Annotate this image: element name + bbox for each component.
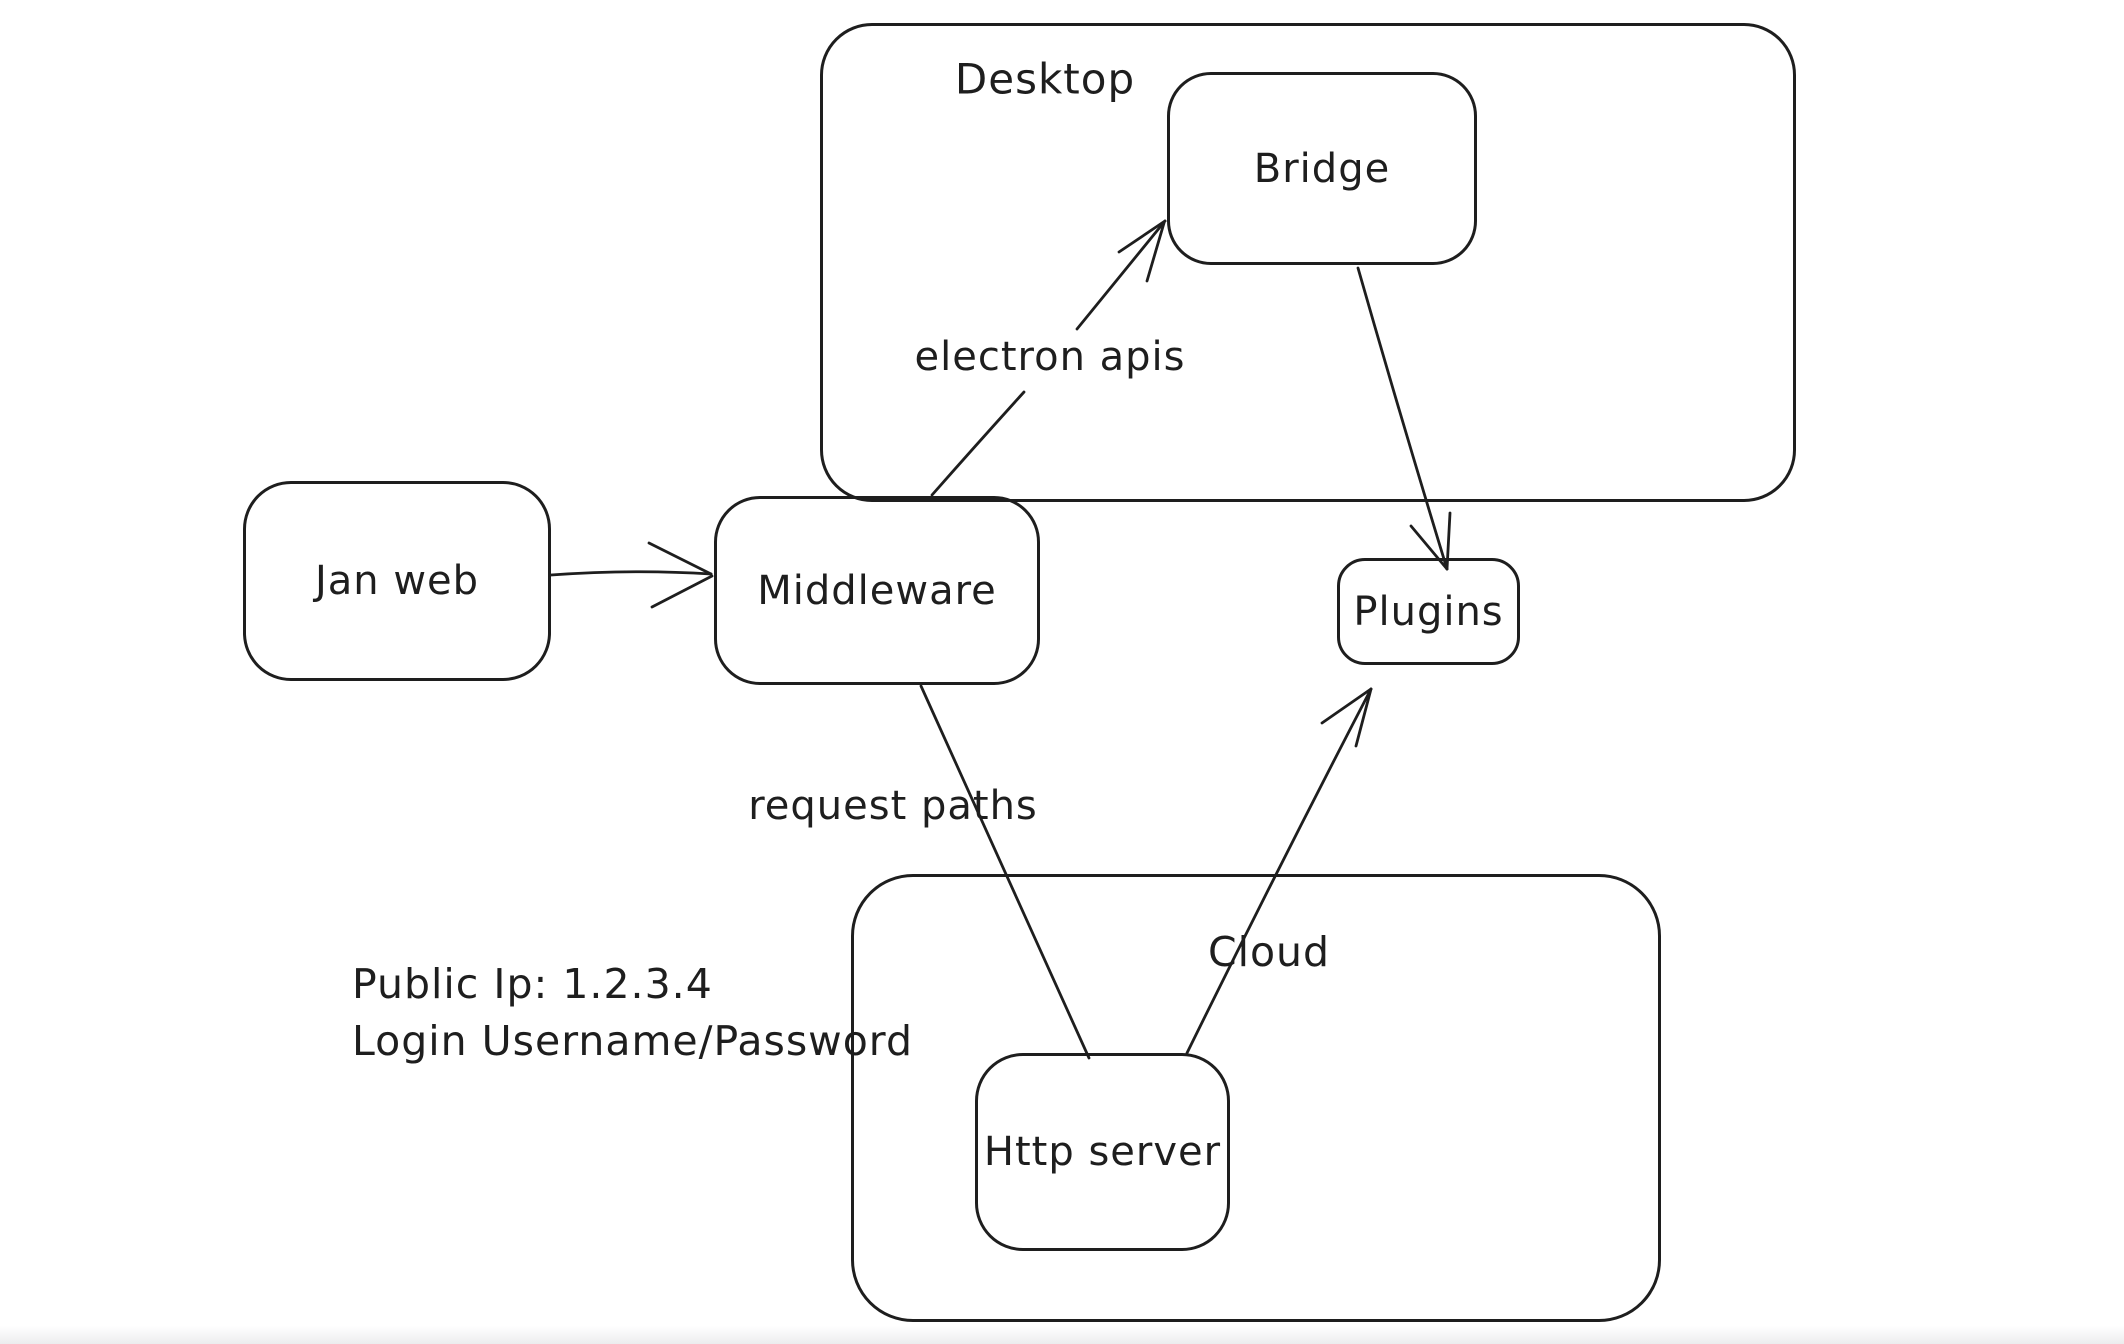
arrowhead: [1145, 221, 1166, 283]
edge-middleware-to-httpserver[interactable]: [919, 684, 1091, 1060]
edge-line: [1356, 266, 1449, 571]
edge-label-electron-apis[interactable]: electron apis: [914, 334, 1186, 380]
edge-janweb-to-middleware[interactable]: [549, 541, 714, 609]
node-label: Bridge: [1253, 145, 1391, 192]
arrowhead: [650, 574, 714, 609]
note-line-public-ip: Public Ip: 1.2.3.4: [352, 960, 713, 1008]
edge-line: [930, 390, 1026, 497]
node-label: Plugins: [1353, 588, 1504, 635]
arrowhead: [1409, 524, 1449, 571]
edge-middleware-to-bridge[interactable]: [930, 219, 1167, 497]
edge-line: [919, 684, 1091, 1060]
cloud-container-label[interactable]: Cloud: [1207, 928, 1331, 976]
arrowhead: [1117, 219, 1167, 254]
note-line-login: Login Username/Password: [352, 1017, 913, 1065]
edge-line: [1185, 687, 1373, 1055]
node-middleware[interactable]: Middleware: [714, 496, 1040, 685]
cloud-container-frame[interactable]: [851, 874, 1661, 1322]
edge-httpserver-to-plugins[interactable]: [1185, 687, 1373, 1055]
node-bridge[interactable]: Bridge: [1167, 72, 1477, 265]
arrowhead: [647, 541, 713, 576]
node-jan-web[interactable]: Jan web: [243, 481, 551, 681]
edge-label-request-paths[interactable]: request paths: [748, 783, 1038, 829]
node-plugins[interactable]: Plugins: [1337, 558, 1520, 665]
node-label: Jan web: [314, 558, 480, 604]
edge-line: [1075, 219, 1167, 331]
node-label: Middleware: [757, 567, 997, 614]
node-http-server[interactable]: Http server: [975, 1053, 1230, 1251]
canvas-bottom-edge: [0, 1326, 2124, 1344]
edge-line: [549, 570, 713, 577]
arrowhead: [1354, 687, 1373, 748]
annotation-note[interactable]: Public Ip: 1.2.3.4 Login Username/Passwo…: [352, 956, 913, 1070]
node-label: Http server: [983, 1129, 1222, 1175]
desktop-container-label[interactable]: Desktop: [954, 54, 1136, 104]
desktop-container-frame[interactable]: [820, 23, 1796, 502]
arrowhead: [1320, 687, 1373, 725]
